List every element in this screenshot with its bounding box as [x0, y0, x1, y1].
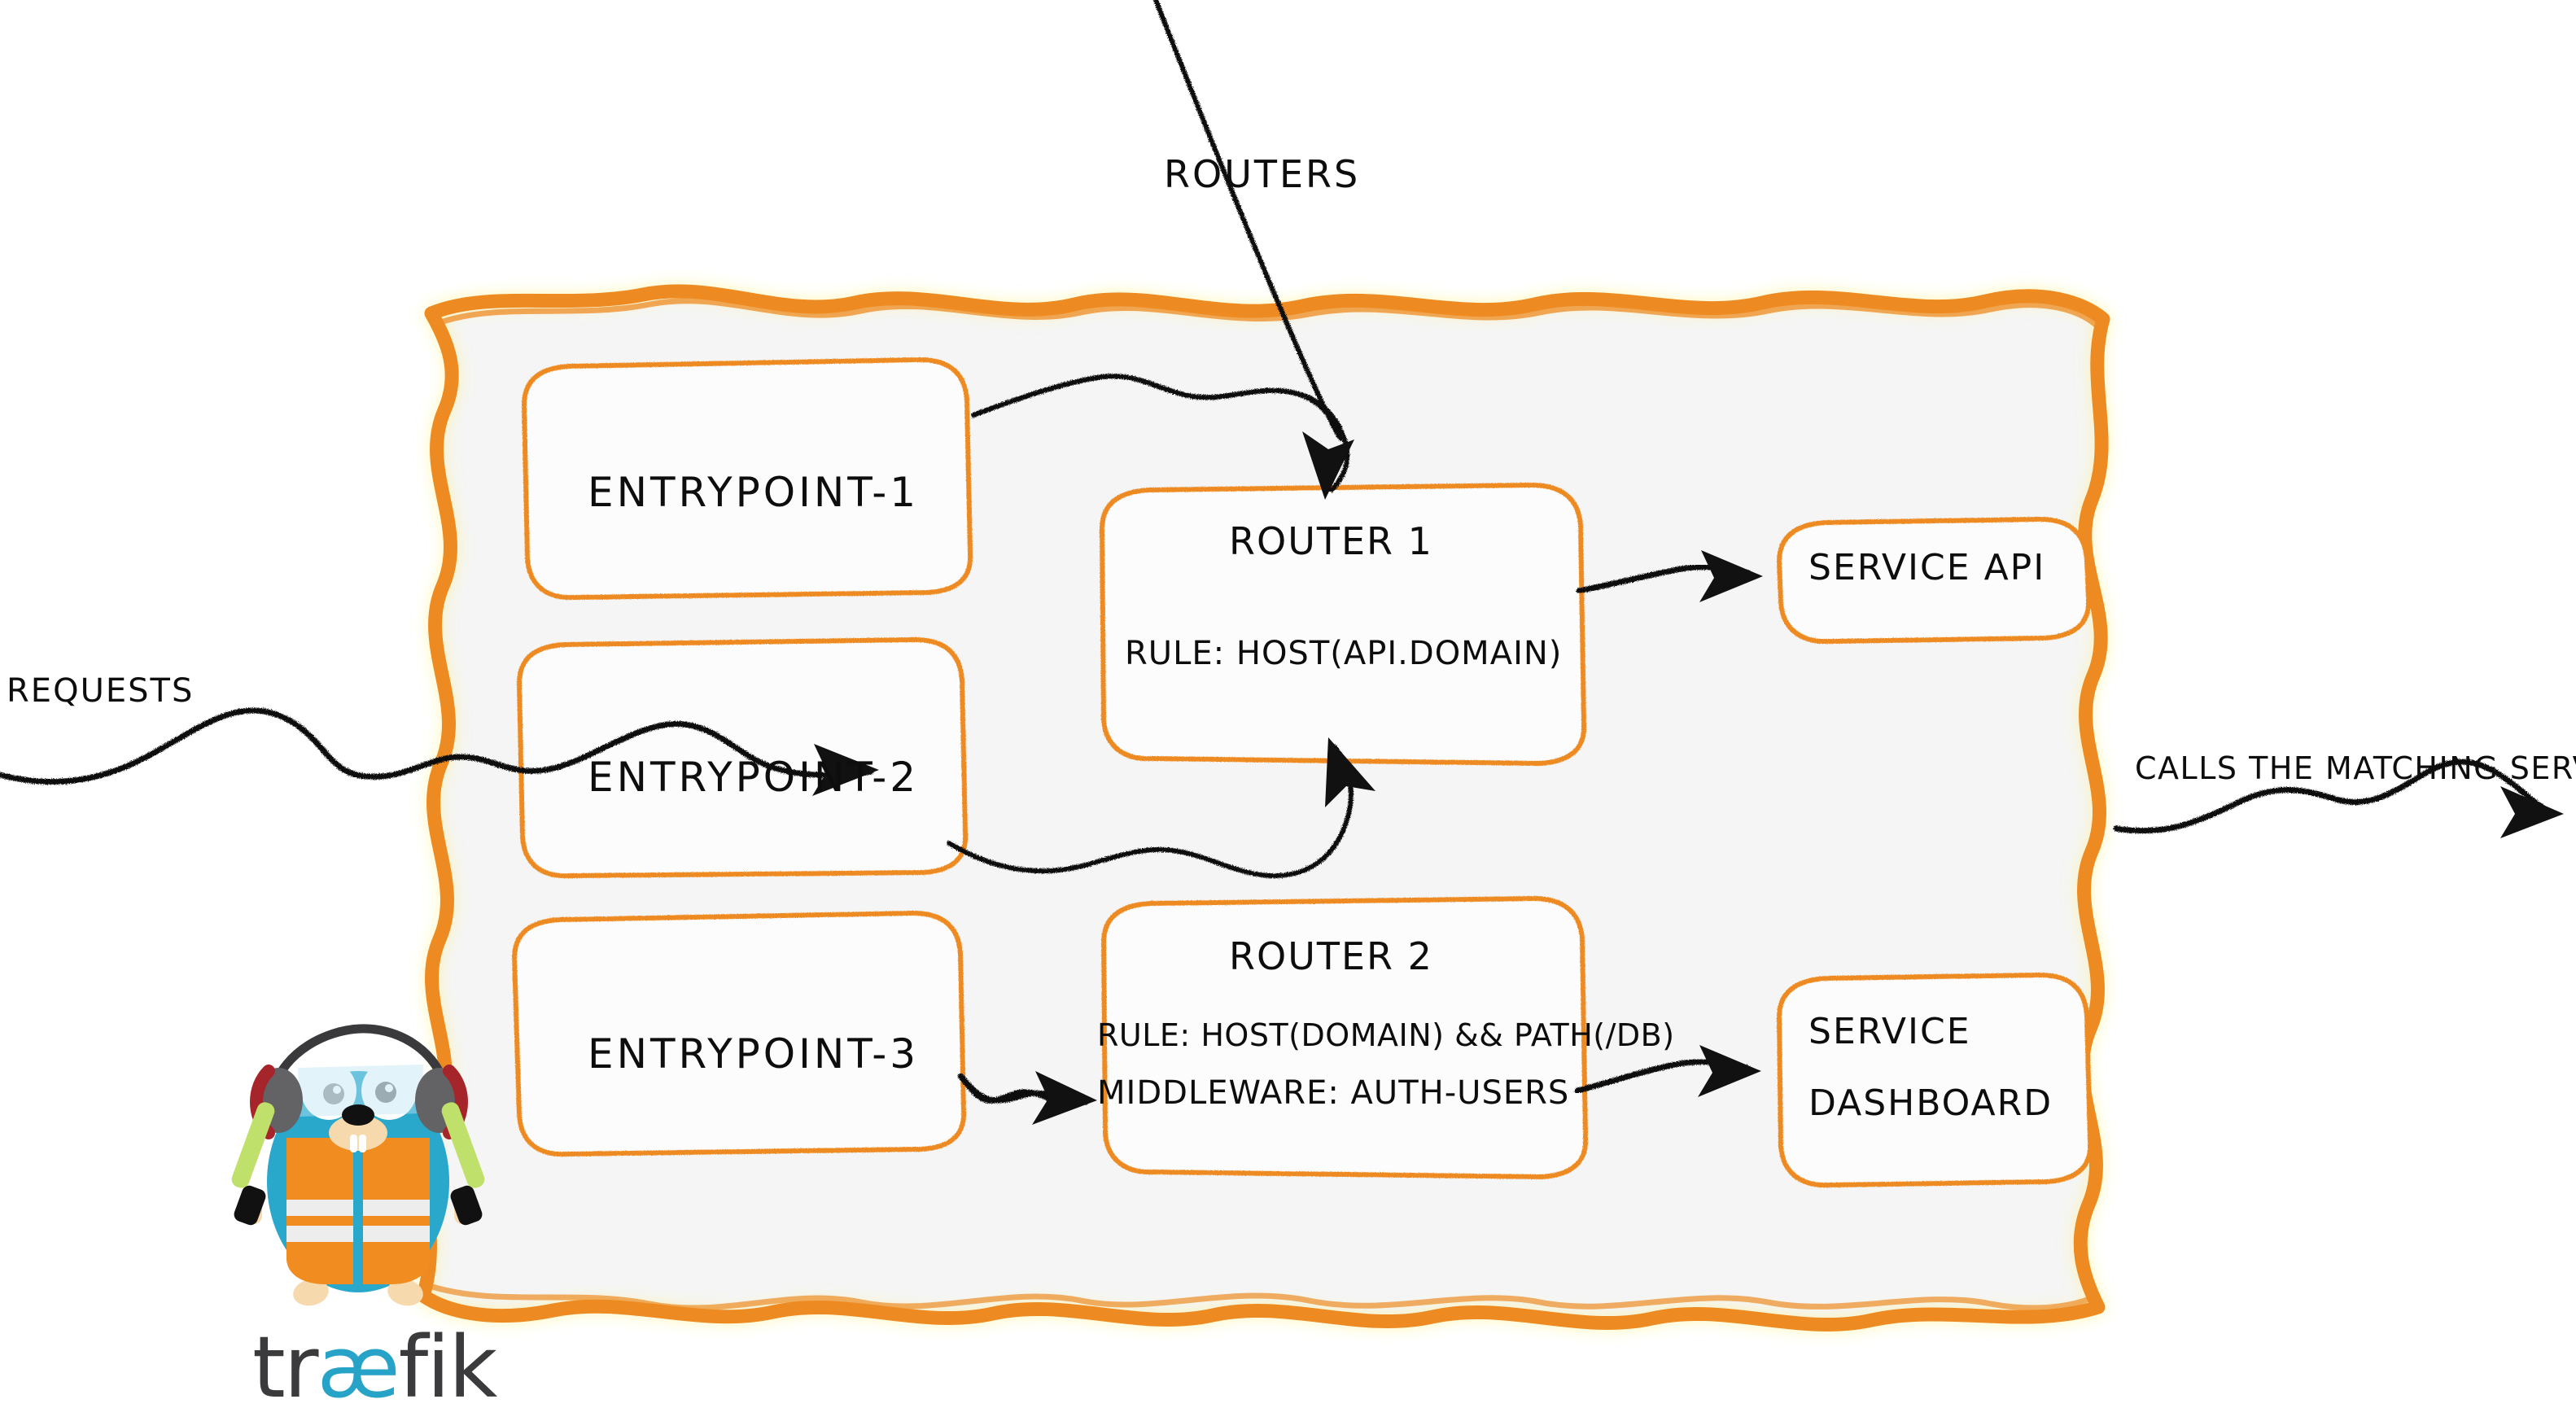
router-1-rule: RULE: HOST(API.DOMAIN): [1125, 635, 1563, 672]
router-2-box[interactable]: [1101, 896, 1589, 1179]
service-api-label: SERVICE API: [1808, 547, 2046, 588]
wordmark-part1: tr: [252, 1318, 319, 1408]
traefik-gopher-mascot: [231, 1024, 485, 1306]
arrow-ep3-to-router2: [957, 1071, 1097, 1125]
router-1-title: ROUTER 1: [1229, 519, 1433, 563]
router-1-box[interactable]: [1100, 483, 1587, 766]
router-2-title: ROUTER 2: [1229, 934, 1433, 978]
entrypoint-1-box[interactable]: [522, 357, 973, 601]
page-title: ROUTERS: [1164, 152, 1361, 196]
entrypoint-2-box[interactable]: [517, 637, 969, 879]
arrow-ep2-to-router1: [947, 737, 1375, 879]
entrypoint-3-label: entrypoint-3: [588, 1030, 920, 1078]
arrow-router2-to-service-dashboard: [1574, 1045, 1761, 1097]
service-api-box[interactable]: [1777, 517, 2092, 645]
entrypoint-2-label: entrypoint-2: [588, 754, 920, 801]
entrypoint-1-label: entrypoint-1: [588, 469, 920, 516]
service-dashboard-label-line1: SERVICE: [1808, 1011, 1971, 1052]
requests-label: REQUESTS: [7, 672, 195, 710]
service-dashboard-box[interactable]: [1777, 973, 2093, 1188]
router-2-middleware: MIDDLEWARE: AUTH-USERS: [1097, 1074, 1570, 1112]
arrow-router1-to-service-api: [1576, 550, 1763, 602]
router-2-rule: RULE: HOST(DOMAIN) && PATH(/DB): [1097, 1017, 1675, 1053]
calls-arrow: [2113, 759, 2564, 838]
service-dashboard-label-line2: DASHBOARD: [1808, 1082, 2053, 1124]
requests-arrow: [0, 707, 879, 796]
wordmark-part2: fik: [398, 1318, 498, 1408]
arrow-ep1-to-router1: [971, 0, 1354, 500]
wordmark-ae-ligature: æ: [317, 1318, 400, 1408]
entrypoint-3-box[interactable]: [512, 911, 967, 1157]
calls-the-matching-server-label: CALLS THE MATCHING SERVER: [2135, 750, 2576, 786]
traefik-wordmark: træfik: [252, 1325, 497, 1408]
